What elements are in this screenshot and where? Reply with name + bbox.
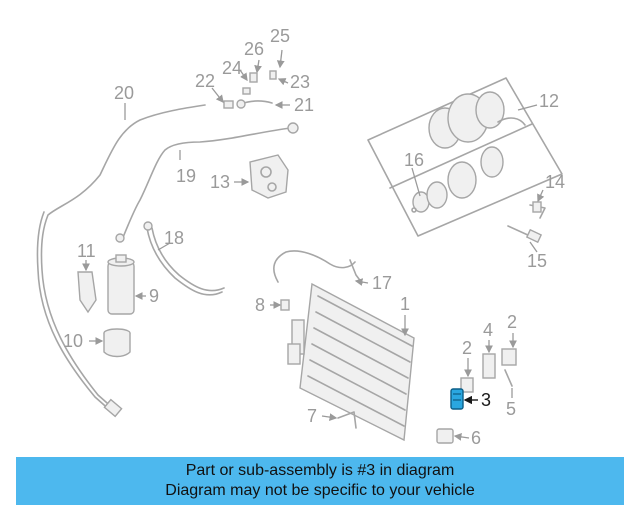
label-22: 22 — [195, 71, 215, 91]
callout-labels: 1 2 2 2 3 4 5 6 7 8 9 10 11 12 13 14 15 … — [63, 26, 565, 448]
label-10: 10 — [63, 331, 83, 351]
switch-15 — [507, 225, 543, 244]
cap-10 — [103, 328, 131, 358]
bracket-7 — [337, 411, 357, 429]
compressor-box-12 — [367, 77, 563, 237]
fitting-22 — [223, 100, 234, 109]
label-6: 6 — [471, 428, 481, 448]
bolt-5 — [504, 369, 513, 387]
label-17: 17 — [372, 273, 392, 293]
mount-2 — [460, 348, 517, 393]
label-15: 15 — [527, 251, 547, 271]
label-3: 3 — [481, 390, 491, 410]
label-9: 9 — [149, 286, 159, 306]
label-16: 16 — [404, 150, 424, 170]
block-6 — [436, 428, 454, 444]
line-17 — [273, 250, 363, 284]
mount-4 — [482, 353, 496, 379]
label-14: 14 — [545, 172, 565, 192]
banner-line-2: Diagram may not be specific to your vehi… — [165, 482, 475, 499]
label-7: 7 — [307, 406, 317, 426]
parts-diagram: 1 2 2 2 3 4 5 6 7 8 9 10 11 12 13 14 15 … — [36, 26, 565, 448]
label-2: 2 — [507, 312, 517, 332]
hose-18 — [143, 221, 225, 296]
label-13: 13 — [210, 172, 230, 192]
fitting-23-26 — [242, 70, 277, 95]
part-3-highlighted[interactable] — [450, 388, 464, 410]
label-19: 19 — [176, 166, 196, 186]
fitting-8 — [280, 299, 290, 311]
label-23: 23 — [290, 72, 310, 92]
label-12: 12 — [539, 91, 559, 111]
label-8: 8 — [255, 295, 265, 315]
bracket-11 — [77, 271, 97, 314]
fitting-21 — [236, 99, 273, 109]
switch-14 — [529, 201, 546, 219]
leader-lines — [82, 49, 545, 441]
label-26: 26 — [244, 39, 264, 59]
label-21: 21 — [294, 95, 314, 115]
label-4: 4 — [483, 320, 493, 340]
hose-19 — [115, 122, 299, 243]
label-25: 25 — [270, 26, 290, 46]
drier-9 — [107, 254, 135, 315]
info-banner: Part or sub-assembly is #3 in diagram Di… — [16, 457, 624, 505]
banner-line-1: Part or sub-assembly is #3 in diagram — [185, 462, 455, 479]
label-1: 1 — [400, 294, 410, 314]
label-11: 11 — [77, 241, 96, 261]
label-2: 2 — [462, 338, 472, 358]
condenser-1 — [287, 282, 415, 442]
bracket-13 — [249, 154, 289, 199]
hose-20 — [36, 104, 206, 418]
label-20: 20 — [114, 83, 134, 103]
label-5: 5 — [506, 399, 516, 419]
label-24: 24 — [222, 58, 242, 78]
label-18: 18 — [164, 228, 184, 248]
